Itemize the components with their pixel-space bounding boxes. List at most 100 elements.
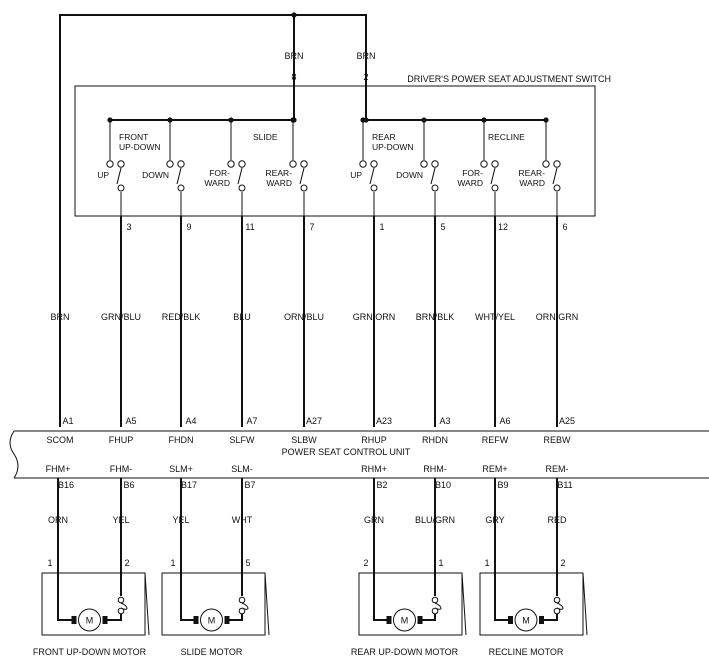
unit-terminal-label: A4 bbox=[185, 416, 196, 426]
switch-title: DRIVER'S POWER SEAT ADJUSTMENT SWITCH bbox=[407, 74, 611, 84]
wire-color-label: GRN bbox=[364, 515, 384, 525]
unit-signal-label: RHUP bbox=[361, 435, 387, 445]
unit-terminal-label: A1 bbox=[62, 416, 73, 426]
switch-contact bbox=[227, 160, 235, 168]
junction-dot bbox=[291, 12, 297, 18]
motor-pin-label: 1 bbox=[170, 558, 175, 568]
unit-signal-label: SLM+ bbox=[169, 464, 193, 474]
switch-contact bbox=[117, 160, 125, 168]
wire-color-label: YEL bbox=[172, 515, 189, 525]
unit-signal-label: RHM+ bbox=[361, 464, 387, 474]
motor-pin-label: 1 bbox=[484, 558, 489, 568]
switch-blade bbox=[369, 167, 375, 185]
switch-contact bbox=[117, 184, 125, 192]
switch-position-label: DOWN bbox=[396, 170, 423, 180]
motor-icon bbox=[78, 608, 101, 632]
unit-terminal-label: A6 bbox=[499, 416, 510, 426]
wire-color-label: WHT/YEL bbox=[475, 312, 515, 322]
wire-color-label: BRN bbox=[284, 51, 303, 61]
unit-signal-label: REFW bbox=[482, 435, 509, 445]
housing-edge bbox=[144, 572, 150, 636]
unit-terminal-label: B9 bbox=[497, 480, 508, 490]
switch-blade bbox=[116, 167, 122, 185]
switch-group-label: RECLINE bbox=[488, 132, 525, 142]
unit-terminal-label: B17 bbox=[181, 480, 197, 490]
motor-name-label: FRONT UP-DOWN MOTOR bbox=[33, 647, 147, 657]
junction-dot bbox=[363, 117, 369, 123]
unit-terminal-label: B16 bbox=[58, 480, 74, 490]
motor-pin-label: 1 bbox=[47, 558, 52, 568]
switch-contact bbox=[370, 160, 378, 168]
switch-pin-label: 1 bbox=[379, 222, 384, 232]
wire-color-label: BRN bbox=[356, 51, 375, 61]
unit-signal-label: SCOM bbox=[47, 435, 74, 445]
unit-terminal-label: A3 bbox=[439, 416, 450, 426]
switch-position-label: UP bbox=[97, 170, 109, 180]
switch-position-label: FOR- bbox=[462, 168, 483, 178]
switch-position-label: WARD bbox=[519, 178, 545, 188]
unit-signal-label: REM+ bbox=[482, 464, 507, 474]
switch-group-label: SLIDE bbox=[253, 132, 278, 142]
motor-connector-housing bbox=[479, 572, 584, 636]
wire-color-label: BRN/BLK bbox=[416, 312, 455, 322]
switch-position-label: WARD bbox=[457, 178, 483, 188]
switch-group-label: FRONT bbox=[119, 132, 148, 142]
motor-name-label: REAR UP-DOWN MOTOR bbox=[351, 647, 459, 657]
junction-dot bbox=[291, 117, 297, 123]
breaker-contact bbox=[553, 607, 561, 615]
motor-symbol-label: M bbox=[401, 616, 409, 626]
switch-pin-label: 7 bbox=[309, 222, 314, 232]
motor-brush bbox=[417, 616, 423, 624]
motor-lead-right bbox=[542, 614, 558, 621]
unit-terminal-label: A25 bbox=[559, 416, 575, 426]
motor-lead-left bbox=[373, 590, 389, 621]
switch-contact bbox=[177, 160, 185, 168]
switch-position-label: WARD bbox=[266, 178, 292, 188]
switch-contact bbox=[238, 184, 246, 192]
switch-position-label: WARD bbox=[204, 178, 230, 188]
motor-lead-left bbox=[180, 590, 196, 621]
switch-pin-label: 9 bbox=[186, 222, 191, 232]
control-unit-break bbox=[9, 430, 19, 479]
control-unit-title: POWER SEAT CONTROL UNIT bbox=[282, 447, 411, 457]
switch-contact bbox=[289, 160, 297, 168]
switch-contact bbox=[491, 160, 499, 168]
unit-signal-label: RHDN bbox=[422, 435, 448, 445]
breaker-contact bbox=[238, 596, 246, 604]
unit-signal-label: SLM- bbox=[231, 464, 253, 474]
wire-color-label: YEL bbox=[112, 515, 129, 525]
wire-color-label: RED bbox=[547, 515, 567, 525]
unit-signal-label: FHDN bbox=[169, 435, 194, 445]
unit-signal-label: RHM- bbox=[423, 464, 447, 474]
motor-connector-housing bbox=[358, 572, 463, 636]
motor-pin-label: 2 bbox=[363, 558, 368, 568]
switch-pin-label: 12 bbox=[498, 222, 508, 232]
motor-icon bbox=[393, 608, 416, 632]
switch-enclosure bbox=[74, 85, 596, 217]
unit-signal-label: FHM+ bbox=[46, 464, 71, 474]
unit-terminal-label: A5 bbox=[125, 416, 136, 426]
switch-pin-label: 11 bbox=[245, 222, 254, 232]
wire-color-label: GRN/BLU bbox=[101, 312, 141, 322]
switch-contact bbox=[420, 160, 428, 168]
unit-signal-label: REBW bbox=[544, 435, 572, 445]
switch-pin-label: 3 bbox=[126, 222, 131, 232]
switch-contact bbox=[370, 184, 378, 192]
switch-position-label: REAR- bbox=[266, 168, 293, 178]
switch-contact bbox=[177, 184, 185, 192]
unit-terminal-label: B2 bbox=[376, 480, 387, 490]
switch-contact bbox=[300, 160, 308, 168]
unit-signal-label: FHM- bbox=[110, 464, 133, 474]
unit-terminal-label: A27 bbox=[306, 416, 322, 426]
motor-brush bbox=[508, 616, 513, 624]
wire-color-label: GRY bbox=[485, 515, 504, 525]
switch-blade bbox=[490, 167, 496, 185]
switch-contact bbox=[480, 160, 488, 168]
switch-group-label: UP-DOWN bbox=[119, 142, 161, 152]
motor-connector-housing bbox=[41, 572, 146, 636]
motor-brush bbox=[102, 616, 108, 624]
wire-color-label: BRN bbox=[50, 312, 69, 322]
motor-brush bbox=[224, 616, 230, 624]
wire-color-label: ORN bbox=[48, 515, 68, 525]
switch-contact bbox=[166, 160, 174, 168]
